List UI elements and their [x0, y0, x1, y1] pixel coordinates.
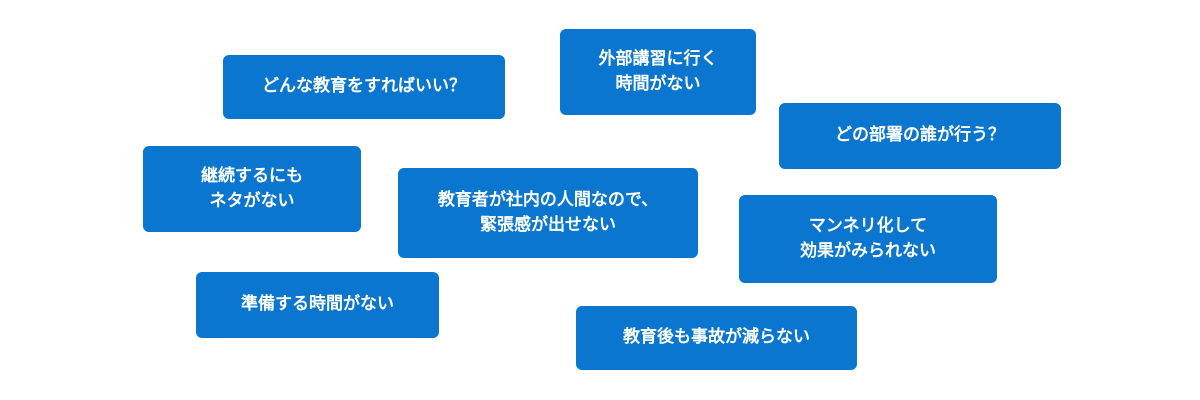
concern-bubble-who-attends: どの部署の誰が行う？: [779, 103, 1061, 169]
concern-bubble-mannerism: マンネリ化して 効果がみられない: [739, 195, 997, 283]
concern-bubble-accidents-not-reduced: 教育後も事故が減らない: [576, 306, 857, 370]
concern-bubble-no-time-external-course: 外部講習に行く 時間がない: [560, 29, 756, 115]
concern-bubble-no-prep-time: 準備する時間がない: [196, 272, 439, 338]
concern-bubble-no-material: 継続するにも ネタがない: [143, 146, 361, 232]
concern-bubble-no-tension: 教育者が社内の人間なので、 緊張感が出せない: [398, 168, 698, 258]
concern-bubble-what-training: どんな教育をすればいい？: [223, 55, 505, 119]
